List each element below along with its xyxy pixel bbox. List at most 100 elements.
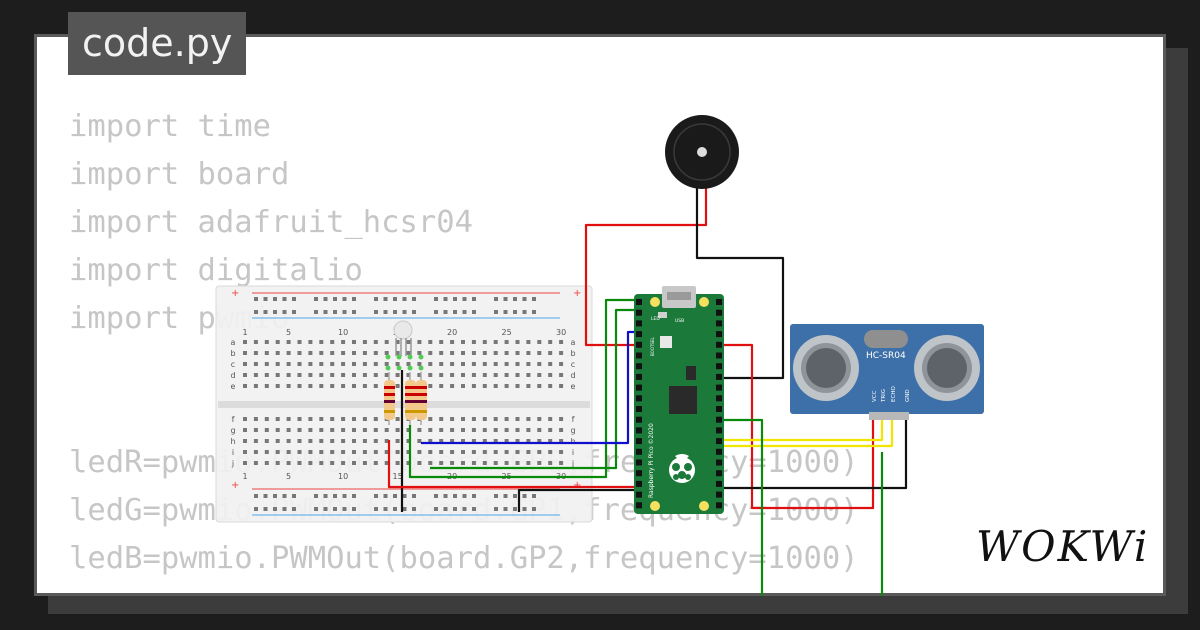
sensor-pin-label: VCC [872,390,878,402]
breadboard-hole [319,450,324,454]
breadboard-hole [275,362,280,366]
breadboard-row-label: j [231,459,234,468]
breadboard-hole [275,340,280,344]
breadboard-hole [515,351,520,355]
breadboard-hole [515,384,520,388]
breadboard-hole [439,450,444,454]
breadboard-hole [526,428,531,432]
breadboard-hole [450,362,455,366]
breadboard-hole [330,417,335,421]
breadboard-hole [342,310,347,314]
breadboard-hole [417,373,422,377]
pico-pin [716,352,722,359]
raspberry-logo-icon [669,454,695,483]
pico-pin [716,438,722,445]
breadboard-hole [286,439,291,443]
breadboard-hole [286,461,291,465]
pico-pin [636,416,642,423]
pico-pin [636,459,642,466]
breadboard-hole [434,507,438,511]
breadboard-hole [417,450,422,454]
wire-red-buzzer[interactable] [584,185,708,347]
pico-pin [636,341,642,348]
breadboard-hole [253,428,258,432]
breadboard-hole [515,417,520,421]
raspberry-pi-pico[interactable]: LED USB BOOTSEL Raspberry Pi Pico ©2020 [634,286,724,514]
ultrasonic-sensor[interactable]: HC-SR04 VCC TRIG ECHO GND [790,324,984,420]
pico-pin [636,373,642,380]
breadboard-hole [319,362,324,366]
breadboard-hole [341,362,346,366]
breadboard-hole [264,373,269,377]
code-line: import time [69,109,271,144]
pico-pin [716,309,722,316]
wires [387,185,908,596]
breadboard-hole [471,373,476,377]
breadboard-hole [513,310,517,314]
pico-pin [716,480,722,487]
breadboard-hole [253,351,258,355]
breadboard-hole [548,439,553,443]
breadboard-hole [362,439,367,443]
breadboard-hole [406,373,411,377]
buzzer[interactable] [665,115,739,200]
breadboard-hole [314,507,318,511]
breadboard-hole [532,494,536,498]
wire-black-buzzer[interactable] [695,185,785,380]
breadboard-column-label: 1 [242,328,247,337]
breadboard-hole [504,340,509,344]
breadboard-hole [428,340,433,344]
breadboard-hole [461,428,465,432]
breadboard-hole [515,461,520,465]
breadboard-hole [548,351,553,355]
wokwi-logo: WOKWi [976,522,1150,571]
breadboard-hole [406,439,411,443]
resistor-2[interactable] [405,372,416,425]
breadboard-hole [513,297,517,301]
breadboard-hole [352,450,356,454]
breadboard-hole [494,494,498,498]
breadboard-hole [297,362,302,366]
breadboard-hole [471,340,476,344]
wire-black-rail[interactable] [517,488,640,512]
breadboard-hole [253,450,258,454]
breadboard-hole [314,310,318,314]
pico-pin [636,470,642,477]
breadboard-hole [504,450,509,454]
breadboard-hole [461,340,465,344]
breadboard-hole [503,494,508,498]
wire-red-vcc[interactable] [718,343,875,510]
breadboard-hole [559,417,564,421]
file-tab[interactable]: code.py [68,12,247,75]
breadboard-hole [243,362,247,366]
breadboard-hole [439,461,444,465]
breadboard-hole [443,310,448,314]
breadboard-hole [362,461,367,465]
breadboard-hole [395,439,400,443]
wire-red-led[interactable] [387,440,640,489]
wire-yellow-trig[interactable] [718,420,884,442]
breadboard-hole [472,310,476,314]
breadboard-hole [406,461,411,465]
wire-black-gnd[interactable] [718,420,908,490]
wire-yellow-echo[interactable] [718,420,894,448]
breadboard-hole [548,417,553,421]
breadboard-hole [273,494,277,498]
code-line: ledB=pwmio.PWMOut(board.GP2,frequency=10… [69,541,859,576]
breadboard-hole [264,417,269,421]
breadboard-hole [494,507,498,511]
breadboard-hole [503,297,508,301]
wire-green-1[interactable] [408,298,640,479]
rgb-led[interactable] [385,320,424,371]
resistor-1[interactable] [384,372,395,425]
breadboard-hole [462,494,467,498]
sensor-pin-label: GND [905,389,911,402]
wire-green-2[interactable] [430,308,640,470]
wire-green-down-1[interactable] [718,418,764,596]
breadboard-hole [362,362,367,366]
resistor-3[interactable] [416,372,427,425]
breadboard-hole [297,351,302,355]
breadboard-hole [493,461,498,465]
pico-pin [716,459,722,466]
